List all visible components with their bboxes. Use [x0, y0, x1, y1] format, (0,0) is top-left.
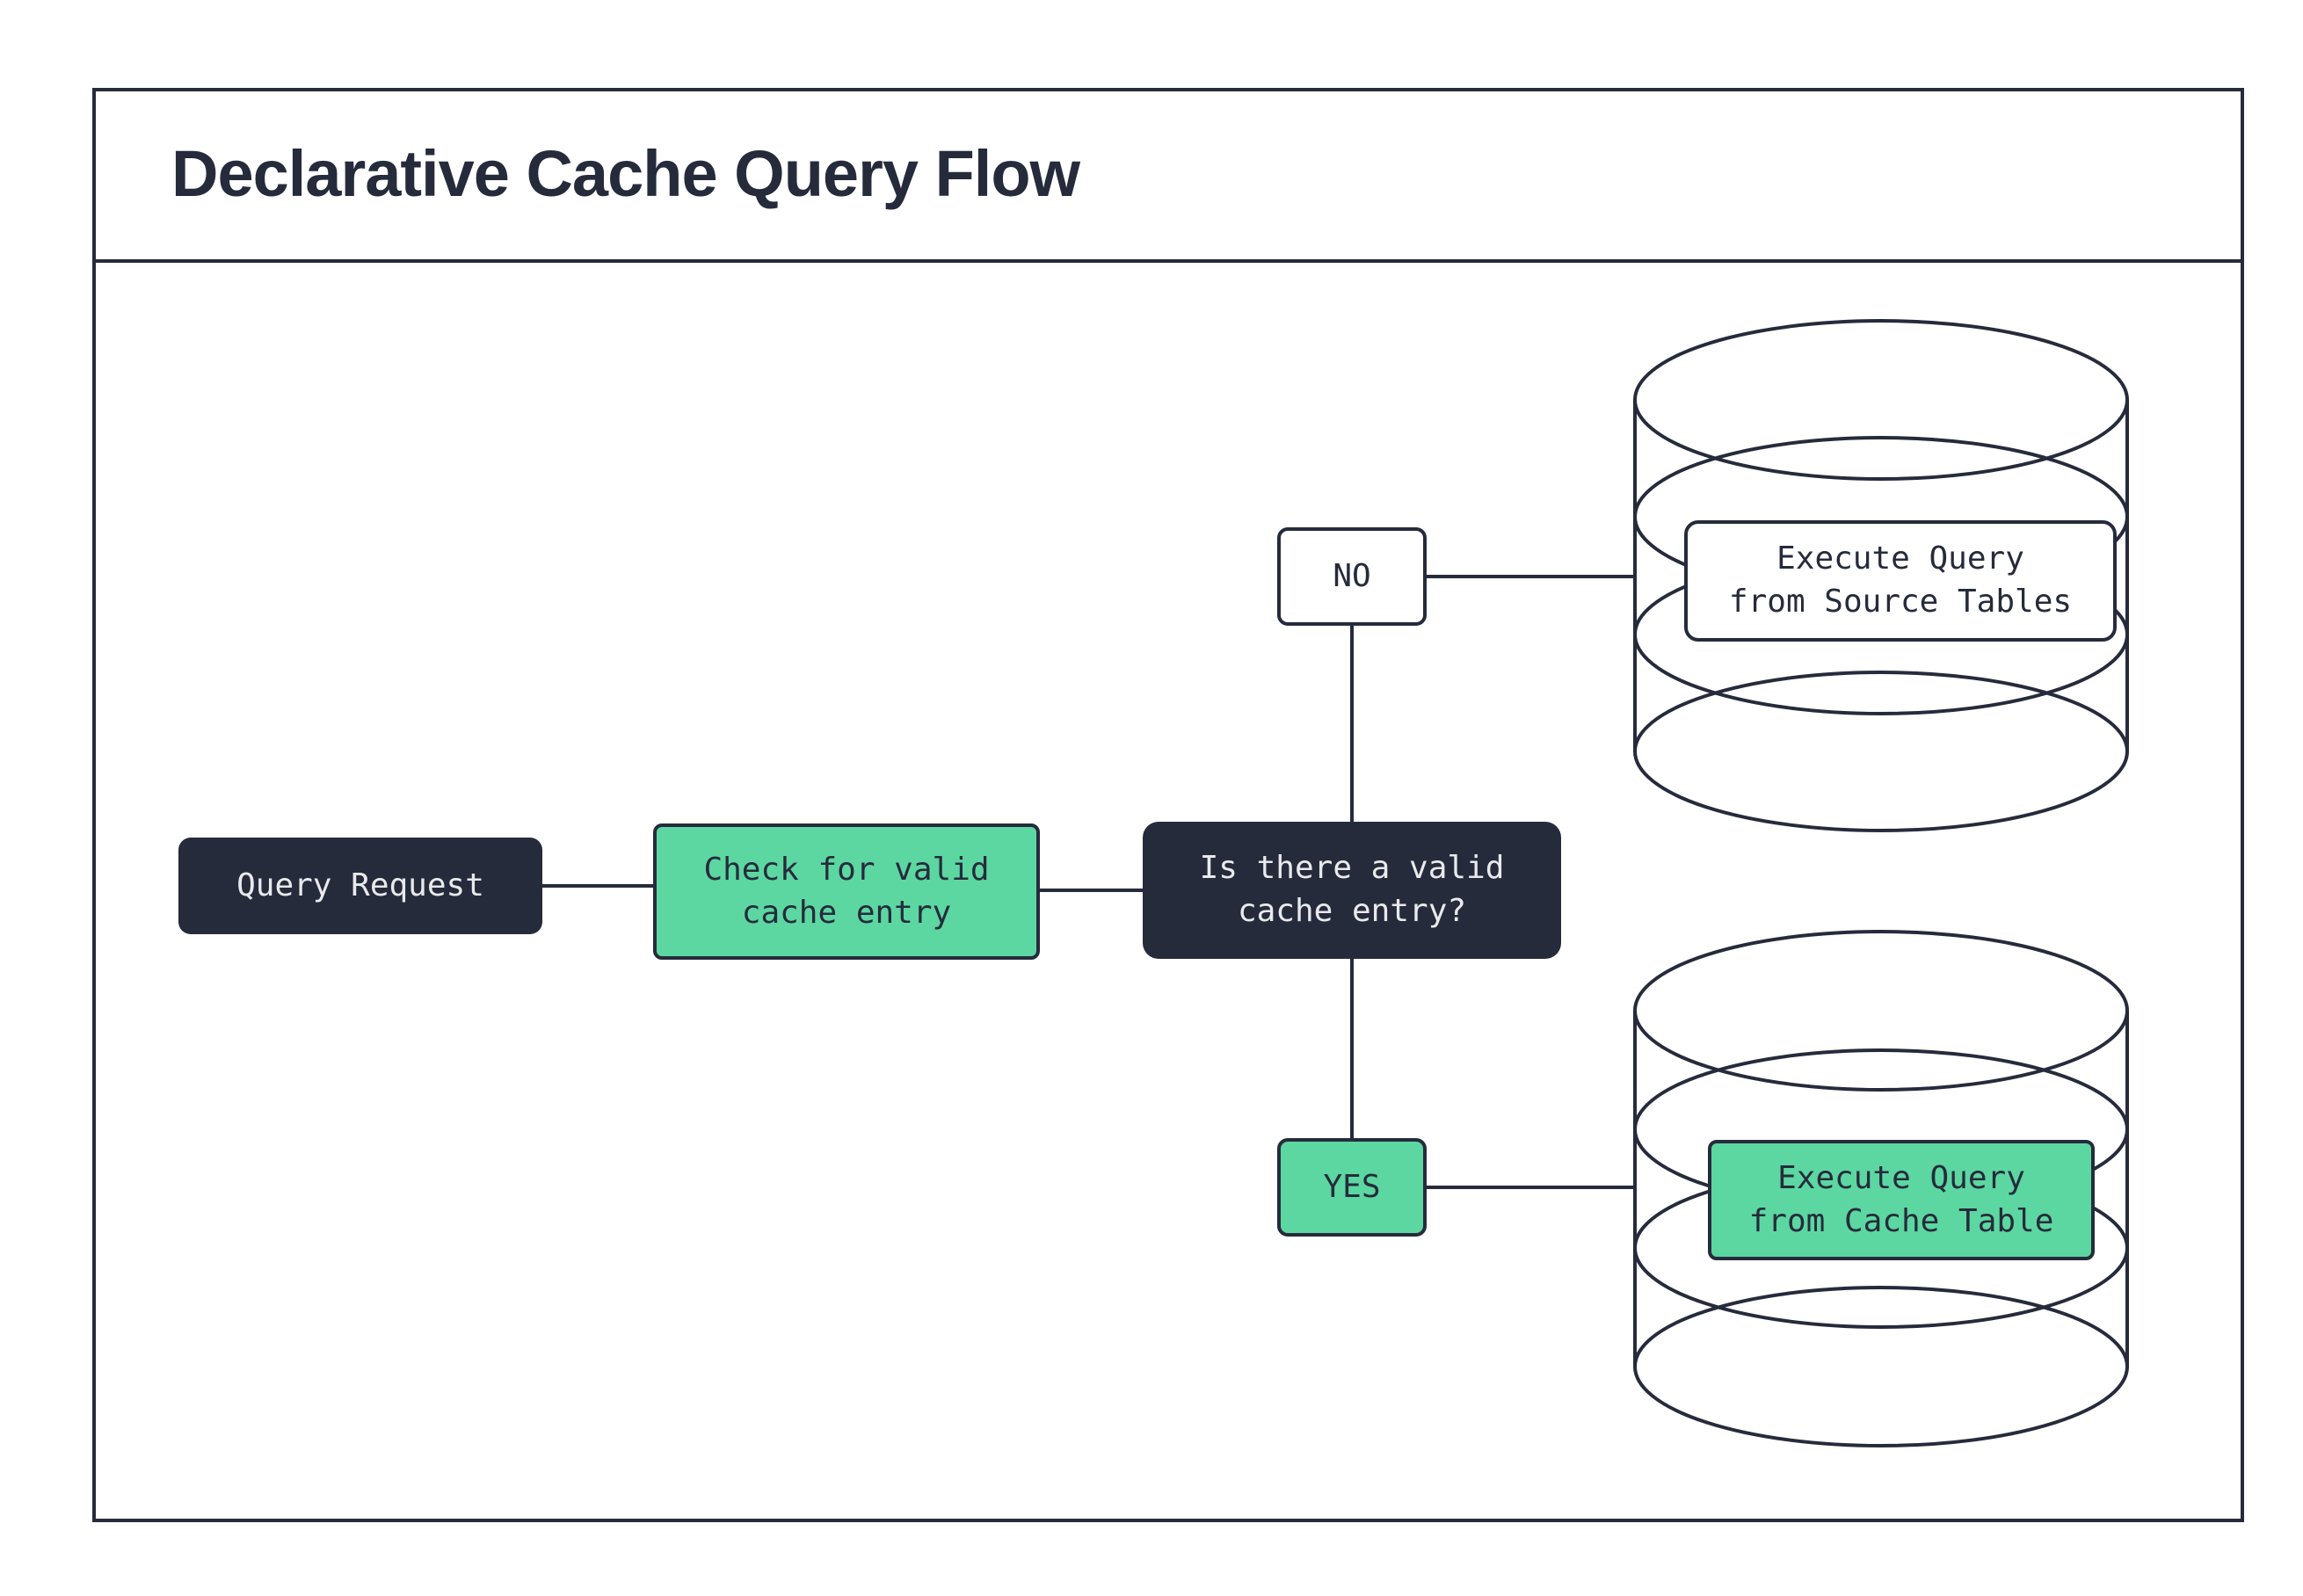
yes-branch-node: YES: [1277, 1138, 1427, 1237]
page-title: Declarative Cache Query Flow: [171, 137, 1080, 210]
cylinder-rim: [1633, 671, 2129, 832]
execute-source-label: Execute Query from Source Tables: [1728, 540, 2073, 620]
cache-database-icon: [1633, 930, 2129, 1447]
query-request-label: Query Request: [236, 867, 484, 903]
execute-cache-node: Execute Query from Cache Table: [1708, 1140, 2095, 1260]
yes-branch-label: YES: [1323, 1168, 1381, 1205]
query-request-node: Query Request: [178, 838, 542, 934]
no-branch-label: NO: [1333, 557, 1371, 594]
check-cache-label: Check for valid cache entry: [703, 851, 990, 931]
no-branch-node: NO: [1277, 527, 1427, 626]
source-database-icon: [1633, 319, 2129, 832]
title-bar: Declarative Cache Query Flow: [92, 88, 2244, 263]
outer-frame: [92, 88, 2244, 1522]
cylinder-rim: [1633, 1286, 2129, 1447]
cylinder-top: [1633, 319, 2129, 481]
check-cache-node: Check for valid cache entry: [653, 823, 1040, 960]
cylinder-top: [1633, 930, 2129, 1092]
execute-source-node: Execute Query from Source Tables: [1684, 520, 2117, 642]
execute-cache-label: Execute Query from Cache Table: [1748, 1159, 2054, 1239]
cache-decision-label: Is there a valid cache entry?: [1199, 850, 1505, 929]
cache-decision-node: Is there a valid cache entry?: [1143, 822, 1561, 959]
